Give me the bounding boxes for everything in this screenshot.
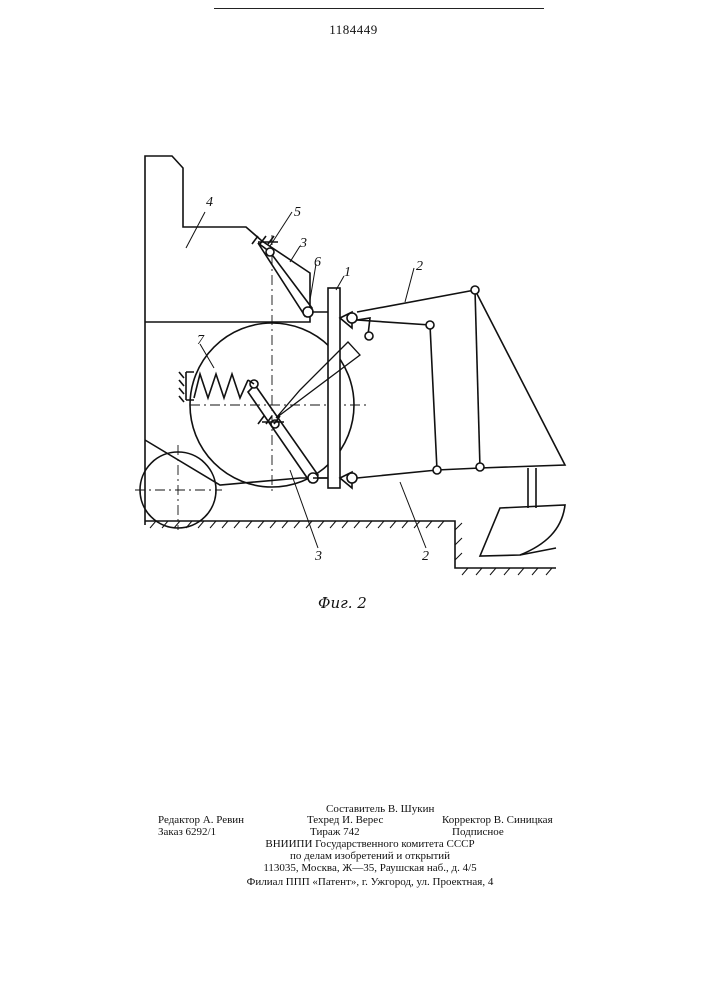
ground-line bbox=[145, 521, 556, 575]
implement-linkage-2 bbox=[357, 286, 565, 478]
label-6: 6 bbox=[314, 256, 321, 270]
label-4: 4 bbox=[206, 196, 213, 210]
imprint-org-line3: 113035, Москва, Ж—35, Раушская наб., д. … bbox=[140, 862, 600, 875]
leader-lines bbox=[186, 212, 426, 548]
label-5: 5 bbox=[294, 206, 301, 220]
tractor-body bbox=[145, 156, 310, 525]
tractor-lower-frame bbox=[145, 440, 330, 485]
label-1: 1 bbox=[344, 266, 351, 280]
lower-link-3 bbox=[248, 380, 318, 483]
plough-body bbox=[480, 468, 565, 556]
label-2-upper: 2 bbox=[416, 260, 423, 274]
label-2-lower: 2 bbox=[422, 550, 429, 564]
label-3-lower: 3 bbox=[315, 550, 322, 564]
hitch-frame-1 bbox=[276, 288, 360, 488]
figure-caption: Фиг. 2 bbox=[318, 594, 367, 612]
label-3-upper: 3 bbox=[300, 237, 307, 251]
label-7: 7 bbox=[197, 334, 204, 348]
imprint-branch: Филиал ППП «Патент», г. Ужгород, ул. Про… bbox=[140, 876, 600, 889]
